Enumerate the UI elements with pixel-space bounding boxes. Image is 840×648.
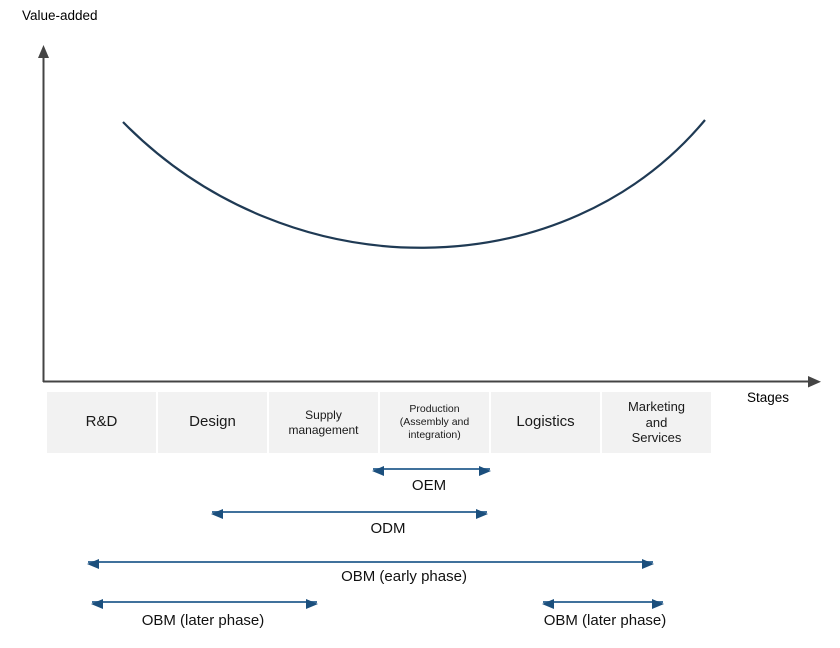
stage-label: management [288, 422, 359, 437]
y-axis-arrowhead-icon [38, 45, 49, 58]
obm-early-label: OBM (early phase) [341, 568, 467, 585]
arrowhead-right-icon [476, 509, 488, 519]
arrowhead-right-icon [642, 559, 654, 569]
stage-box-design: Design [158, 392, 267, 453]
stage-label: and [645, 414, 668, 430]
odm-label: ODM [370, 520, 406, 537]
stage-box-supply-management: Supply management [269, 392, 378, 453]
arrow-oem [372, 466, 491, 476]
arrowhead-left-icon [542, 599, 554, 609]
y-axis-label: Value-added [22, 8, 98, 23]
stage-label: Production [409, 403, 460, 416]
stage-label: Supply [305, 407, 342, 422]
arrow-obm-early [87, 559, 654, 569]
oem-label: OEM [411, 477, 447, 494]
stage-label: Marketing [627, 398, 686, 414]
stage-box-logistics: Logistics [491, 392, 600, 453]
stage-box-marketing-services: Marketing and Services [602, 392, 711, 453]
arrowhead-right-icon [652, 599, 664, 609]
x-axis-arrowhead-icon [808, 376, 821, 388]
value-added-curve [122, 119, 706, 249]
arrow-odm [211, 509, 488, 519]
stage-label: integration) [408, 428, 461, 441]
arrowhead-left-icon [91, 599, 103, 609]
stage-row: R&D Design Supply management Production … [47, 392, 711, 453]
stage-label: Logistics [516, 413, 575, 431]
arrow-obm-later-left [91, 599, 318, 609]
arrowhead-left-icon [87, 559, 99, 569]
obm-later-left-label: OBM (later phase) [141, 612, 265, 629]
arrowhead-left-icon [211, 509, 223, 519]
stage-label: (Assembly and [399, 416, 470, 429]
stage-label: Design [189, 413, 236, 431]
stage-box-rd: R&D [47, 392, 156, 453]
arrowhead-left-icon [372, 466, 384, 476]
stage-label: Services [631, 430, 682, 446]
stage-label: R&D [85, 413, 118, 431]
arrowhead-right-icon [479, 466, 491, 476]
arrow-obm-later-right [542, 599, 664, 609]
stage-box-production: Production (Assembly and integration) [380, 392, 489, 453]
arrowhead-right-icon [306, 599, 318, 609]
x-axis-label: Stages [747, 390, 790, 405]
obm-later-right-label: OBM (later phase) [543, 612, 667, 629]
